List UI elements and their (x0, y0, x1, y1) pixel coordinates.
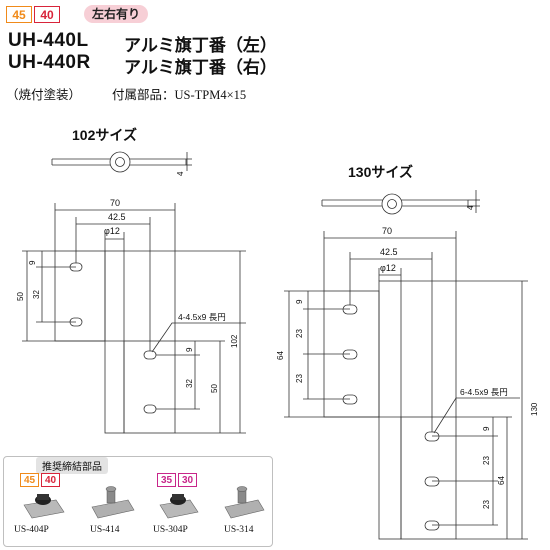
part-label-us-414: US-414 (90, 525, 120, 535)
group2-badge-35: 35 (157, 473, 176, 487)
dim-102-102: 102 (230, 334, 239, 348)
dim-102-4: 4 (176, 171, 185, 176)
dim-102-phi12: φ12 (104, 226, 120, 236)
hinge-130-top-view (321, 190, 480, 215)
dim-130-phi12: φ12 (380, 263, 396, 273)
hinge-102-front-view (22, 203, 246, 434)
dim-130-slot: 6-4.5x9 長円 (460, 387, 508, 397)
part-label-us-404p: US-404P (14, 525, 49, 535)
size-102-title: 102サイズ (72, 127, 137, 143)
channel-nut-part-icon (224, 486, 265, 519)
dim-130-23d: 23 (482, 500, 491, 509)
product-name-left: アルミ旗丁番（左） (124, 36, 277, 56)
dim-130-42-5: 42.5 (380, 247, 398, 257)
size-130-title: 130サイズ (348, 164, 413, 180)
dim-102-50a: 50 (16, 292, 25, 301)
dim-102-32a: 32 (32, 290, 41, 299)
dim-130-70: 70 (382, 226, 392, 236)
recommended-parts-title: 推奨締結部品 (36, 457, 108, 474)
dim-130-9b: 9 (482, 426, 491, 431)
group1-badge-45: 45 (20, 473, 39, 487)
series-40-badge: 40 (34, 6, 60, 23)
series-45-badge: 45 (6, 6, 32, 23)
dim-102-42-5: 42.5 (108, 212, 126, 222)
dim-102-9a: 9 (28, 260, 37, 265)
dim-130-23c: 23 (482, 456, 491, 465)
part-label-us-304p: US-304P (153, 525, 188, 535)
recommended-parts-panel (3, 456, 273, 547)
hinge-102-top-view (51, 151, 192, 173)
dim-130-23a: 23 (295, 329, 304, 338)
model-number-right: UH-440R (8, 52, 91, 73)
hinge-130-front-view (284, 231, 528, 540)
dim-130-4: 4 (466, 205, 475, 210)
dim-130-64a: 64 (276, 351, 285, 360)
dim-130-130: 130 (530, 402, 539, 416)
dim-130-9a: 9 (295, 299, 304, 304)
finish-note: （焼付塗装） (6, 88, 82, 102)
product-name-right: アルミ旗丁番（右） (124, 58, 277, 78)
dim-102-32b: 32 (185, 379, 194, 388)
dim-102-50b: 50 (210, 384, 219, 393)
dim-102-9b: 9 (185, 347, 194, 352)
left-right-badge: 左右有り (84, 5, 149, 23)
channel-nut-part-icon (91, 486, 135, 519)
dim-130-23b: 23 (295, 374, 304, 383)
nut-part-icon (23, 494, 65, 519)
nut-part-icon (159, 494, 199, 519)
part-label-us-314: US-314 (224, 525, 254, 535)
dim-130-64b: 64 (497, 476, 506, 485)
group1-badge-40: 40 (41, 473, 60, 487)
dim-102-slot: 4-4.5x9 長円 (178, 312, 226, 322)
dim-102-70: 70 (110, 198, 120, 208)
group2-badge-30: 30 (178, 473, 197, 487)
accessory-note: 付属部品：US-TPM4×15 (112, 88, 247, 102)
model-number-left: UH-440L (8, 30, 89, 51)
